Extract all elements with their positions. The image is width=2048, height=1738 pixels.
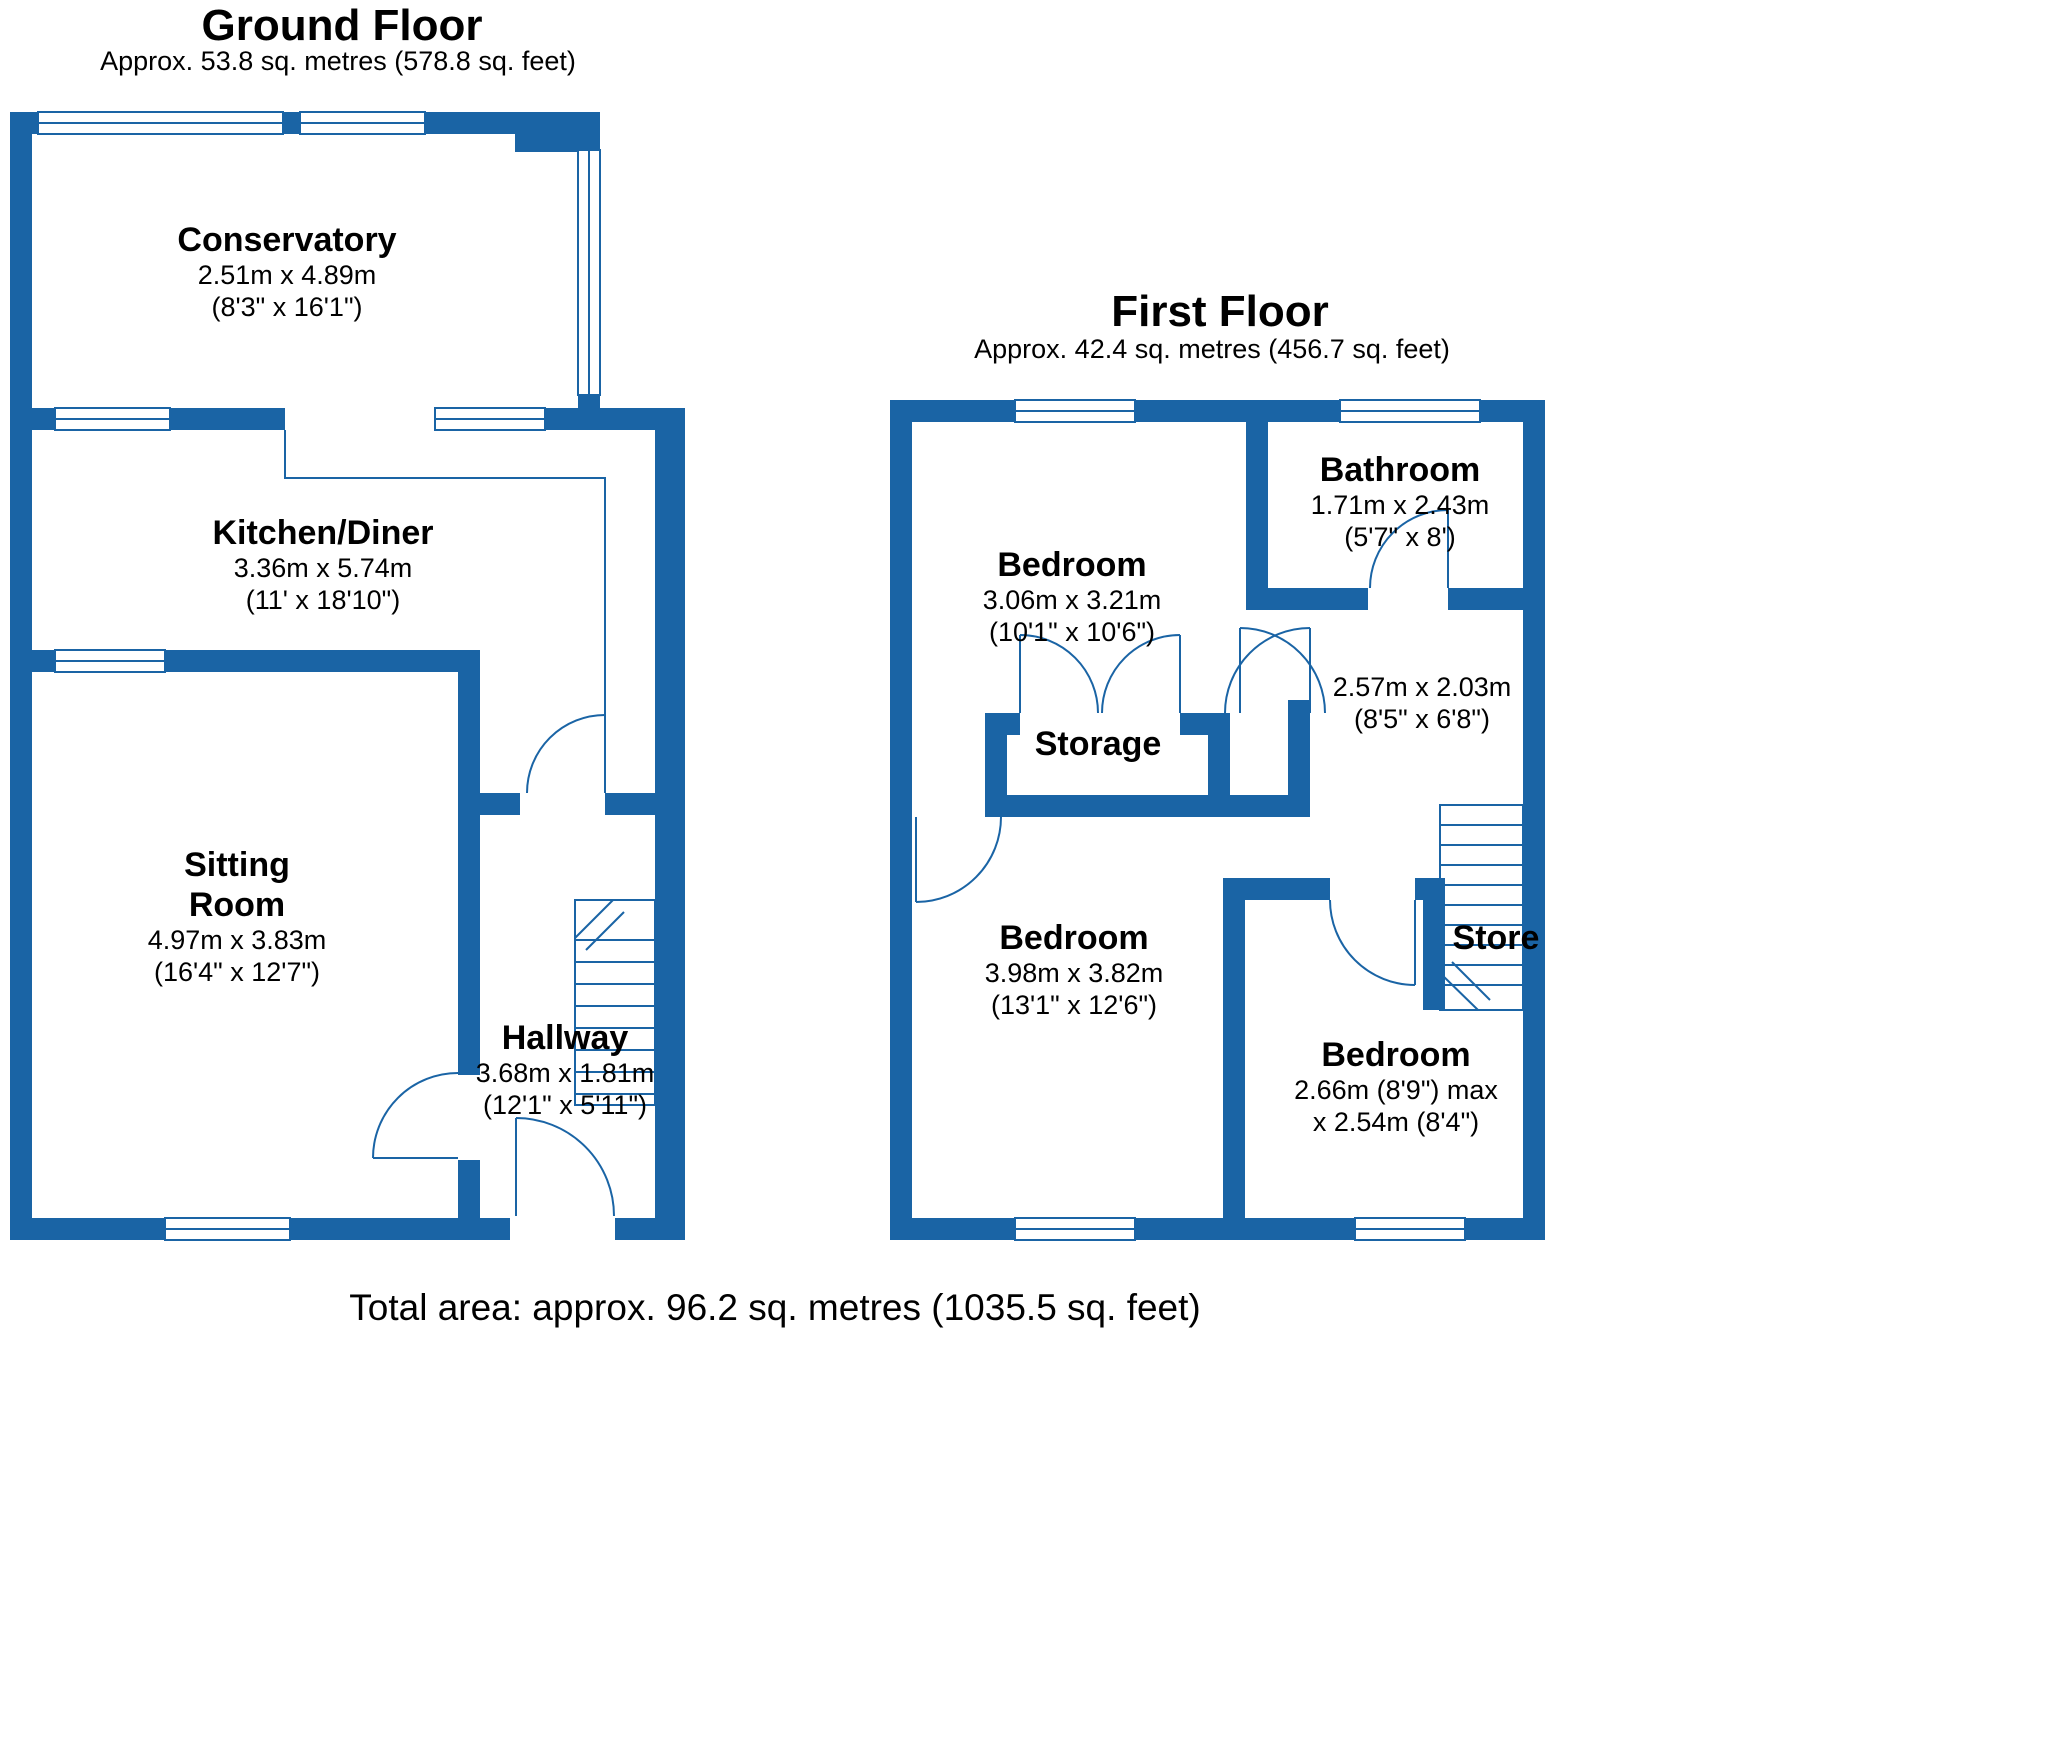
wall	[10, 408, 32, 1240]
ground-floor-title: Ground Floor	[201, 1, 483, 50]
wall-opening	[285, 408, 435, 430]
room-dimensions-metric: 1.71m x 2.43m	[1310, 490, 1490, 521]
ground-floor-openings	[285, 408, 615, 1240]
wall	[10, 112, 32, 430]
room-dimensions-metric: 2.66m (8'9") max	[1294, 1075, 1498, 1106]
room-name: Storage	[1034, 725, 1162, 763]
first-floor-windows	[1014, 399, 1481, 1241]
room-dimensions-metric: 3.06m x 3.21m	[982, 585, 1162, 616]
room-label-kitchen-diner: Kitchen/Diner 3.36m x 5.74m (11' x 18'10…	[212, 513, 433, 617]
room-name: Bedroom	[1321, 1036, 1471, 1074]
wall	[1223, 878, 1330, 900]
wall	[985, 795, 1310, 817]
room-dimensions-imperial: (16'4" x 12'7")	[153, 957, 321, 988]
window	[577, 149, 601, 396]
wall	[1208, 713, 1230, 817]
room-name: Bedroom	[997, 546, 1147, 584]
room-dimensions-imperial: (8'3" x 16'1")	[211, 291, 363, 322]
wall	[1523, 400, 1545, 1240]
room-dimensions-imperial: (5'7" x 8')	[1344, 521, 1456, 552]
room-label-sitting-room: Sitting Room 4.97m x 3.83m (16'4" x 12'7…	[148, 845, 327, 989]
room-name: Bedroom	[999, 919, 1149, 957]
front-door-opening	[510, 1218, 615, 1240]
room-label-hallway: Hallway 3.68m x 1.81m (12'1" x 5'11")	[476, 1018, 655, 1122]
wall	[1448, 588, 1545, 610]
wall	[605, 793, 685, 815]
window	[54, 649, 166, 673]
ground-floor-walls	[10, 112, 685, 1240]
room-name: Kitchen/Diner	[212, 514, 434, 552]
room-label-bathroom: Bathroom 1.71m x 2.43m (5'7" x 8')	[1311, 450, 1490, 554]
wall	[1246, 422, 1268, 610]
room-dimensions-imperial: (12'1" x 5'11")	[482, 1089, 648, 1120]
room-dimensions-metric: 4.97m x 3.83m	[147, 925, 327, 956]
window	[54, 407, 171, 431]
window	[299, 111, 426, 135]
room-dimensions-metric: 3.36m x 5.74m	[233, 553, 413, 584]
room-dimensions-imperial: (10'1" x 10'6")	[988, 616, 1156, 647]
ground-floor-doors	[372, 714, 615, 1217]
ground-floor-plan	[10, 111, 685, 1241]
wall	[985, 713, 1007, 817]
total-area-text: Total area: approx. 96.2 sq. metres (103…	[349, 1287, 1201, 1328]
room-name: Store	[1452, 919, 1540, 957]
room-label-bedroom-top: Bedroom 3.06m x 3.21m (10'1" x 10'6")	[983, 545, 1162, 649]
bedroom-door-arc	[1329, 899, 1416, 986]
room-label-landing: 2.57m x 2.03m (8'5" x 6'8")	[1333, 672, 1512, 736]
first-floor-subtitle: Approx. 42.4 sq. metres (456.7 sq. feet)	[974, 334, 1450, 364]
wall	[1288, 700, 1310, 817]
first-floor-doors	[915, 509, 1449, 986]
room-label-storage: Storage	[1035, 724, 1162, 764]
window	[1014, 1217, 1136, 1241]
door-arc	[372, 1072, 459, 1159]
door-arc	[526, 714, 606, 794]
wall	[458, 793, 520, 815]
window	[1354, 1217, 1466, 1241]
room-label-bedroom-left: Bedroom 3.98m x 3.82m (13'1" x 12'6")	[985, 918, 1164, 1022]
wall	[1223, 878, 1245, 1240]
room-name: Hallway	[501, 1019, 629, 1057]
landing-door-arcs	[1224, 627, 1326, 714]
storage-double-door-arcs	[1019, 634, 1181, 714]
first-floor-plan	[890, 399, 1545, 1241]
bedroom-door-arc	[915, 816, 1002, 903]
wall	[890, 400, 912, 1240]
front-door-arc	[515, 1117, 615, 1217]
room-label-conservatory: Conservatory 2.51m x 4.89m (8'3" x 16'1"…	[177, 220, 396, 324]
room-name: Conservatory	[177, 221, 397, 259]
room-dimensions-metric: 3.68m x 1.81m	[475, 1058, 655, 1089]
room-dimensions-metric: 3.98m x 3.82m	[984, 958, 1164, 989]
room-name: Sitting Room	[184, 846, 290, 925]
room-dimensions-imperial: (13'1" x 12'6")	[990, 989, 1158, 1020]
window	[37, 111, 284, 135]
window	[164, 1217, 291, 1241]
kitchen-boundary-line	[284, 430, 606, 715]
staircase	[574, 899, 656, 1106]
wall	[458, 1160, 480, 1240]
window	[1339, 399, 1481, 423]
room-dimensions-metric: 2.51m x 4.89m	[197, 260, 377, 291]
ground-floor-subtitle: Approx. 53.8 sq. metres (578.8 sq. feet)	[100, 46, 576, 76]
room-label-store: Store	[1453, 918, 1540, 958]
wall	[458, 650, 480, 1075]
room-label-bedroom-right: Bedroom 2.66m (8'9") max x 2.54m (8'4")	[1294, 1035, 1498, 1139]
wall	[655, 408, 685, 1240]
room-dimensions-metric: 2.57m x 2.03m	[1332, 672, 1512, 702]
room-name: Bathroom	[1319, 451, 1481, 489]
room-dimensions-imperial: x 2.54m (8'4")	[1312, 1106, 1480, 1137]
room-dimensions-imperial: (8'5" x 6'8")	[1353, 703, 1491, 734]
bathroom-door-arc	[1369, 509, 1449, 589]
staircase	[1439, 804, 1524, 1011]
ground-floor-windows	[37, 111, 601, 1241]
window	[434, 407, 546, 431]
wall	[1246, 588, 1368, 610]
window	[1014, 399, 1136, 423]
room-dimensions-imperial: (11' x 18'10")	[245, 584, 401, 615]
first-floor-title: First Floor	[1111, 287, 1329, 336]
